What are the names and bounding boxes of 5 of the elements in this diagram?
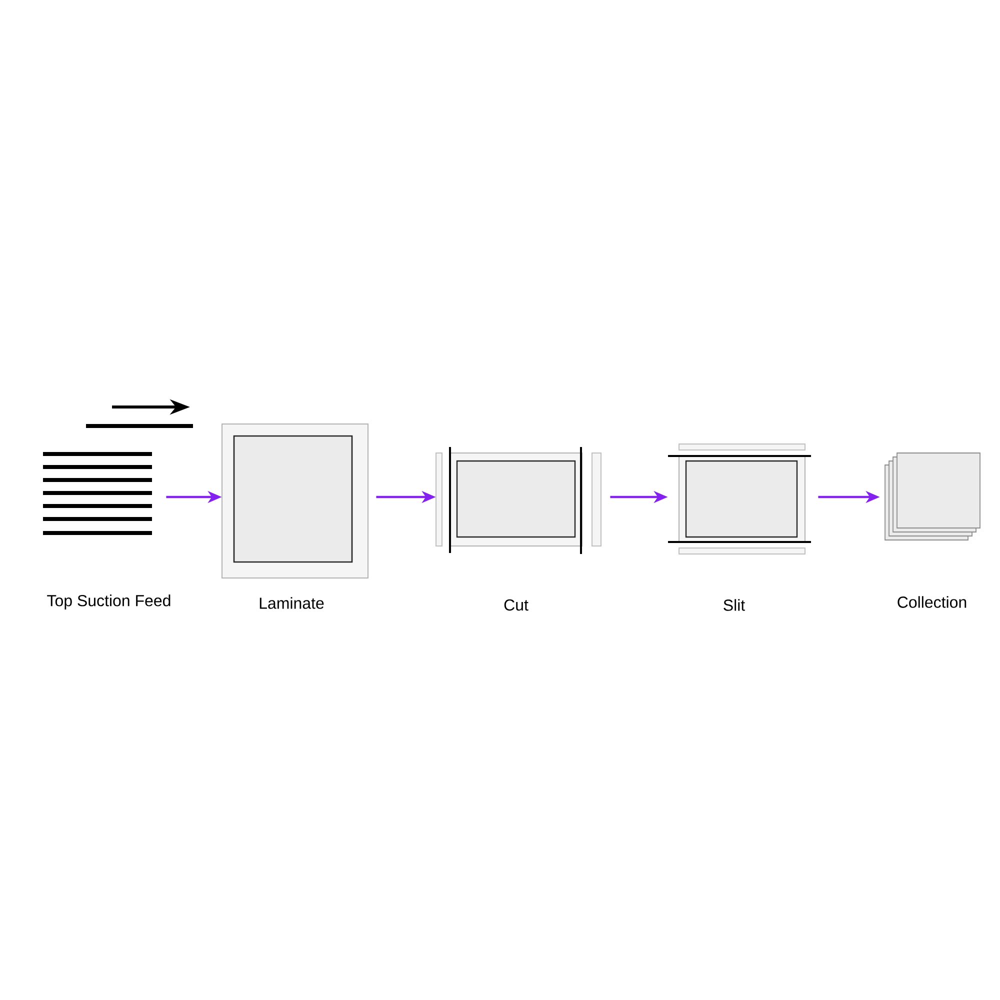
node-label: Cut (504, 599, 528, 611)
node-label: Collection (898, 596, 966, 608)
node-label: Top Suction Feed (47, 594, 170, 610)
node-label: Slit (724, 599, 745, 611)
node-label: Laminate (260, 597, 324, 609)
